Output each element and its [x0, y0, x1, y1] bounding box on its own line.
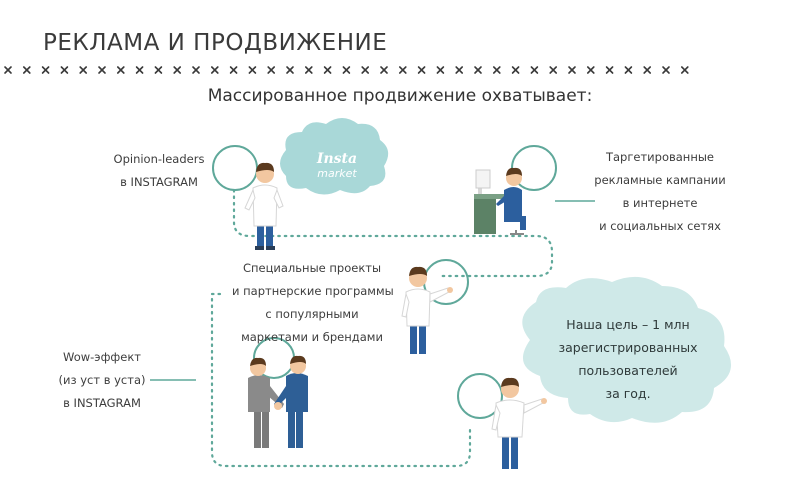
cross-stitch-icon: [211, 66, 219, 74]
cross-stitch-icon: [60, 66, 69, 74]
label-opinion-leaders: Opinion-leaders в INSTAGRAM: [113, 152, 205, 189]
cross-stitch-icon: [530, 66, 539, 74]
page-subtitle: Массированное продвижение охватывает:: [207, 86, 593, 106]
cross-stitch-icon: [586, 66, 595, 74]
cross-stitch-icon: [41, 66, 50, 74]
goal-statement: Наша цель – 1 млн зарегистрированных пол…: [558, 317, 698, 401]
cross-stitch-icon: [455, 66, 464, 74]
cross-stitch-icon: [680, 66, 689, 74]
dotted-flow-path: [210, 188, 554, 468]
insta-market-logo-text: Insta market: [316, 151, 358, 180]
cross-stitch-icon: [417, 66, 426, 74]
cross-stitch-icon: [173, 66, 181, 74]
cross-stitch-icon: [22, 66, 31, 74]
person-illustration-icon: [401, 266, 453, 354]
cross-stitch-icon: [342, 66, 351, 74]
cross-stitch-icon: [492, 66, 501, 74]
cross-stitch-icon: [267, 66, 276, 74]
insta-market-logo-cloud: [280, 118, 389, 195]
cross-stitch-icon: [98, 66, 106, 74]
person-illustration-icon: [244, 162, 284, 250]
page-title: РЕКЛАМА И ПРОДВИЖЕНИЕ: [43, 30, 388, 56]
cross-stitch-icon: [154, 66, 163, 74]
goal-cloud: [522, 276, 732, 423]
cross-stitch-icon: [380, 66, 388, 74]
handshake-illustration-icon: [248, 355, 308, 448]
cross-stitch-icon: [511, 66, 520, 74]
cross-stitch-icon: [605, 66, 614, 74]
cross-stitch-icon: [192, 66, 200, 74]
cross-stitch-icon: [474, 66, 482, 74]
cross-stitch-icon: [361, 66, 370, 74]
office-desk-computer-icon: [474, 167, 526, 235]
cross-stitch-icon: [229, 66, 238, 74]
cross-stitch-icon: [568, 66, 576, 74]
cross-stitch-icon: [323, 66, 332, 74]
cross-stitch-icon: [4, 66, 12, 74]
cross-stitch-icon: [662, 66, 670, 74]
cross-stitch-icon: [398, 66, 407, 74]
cross-stitch-icon: [248, 66, 257, 74]
cross-stitch-icon: [436, 66, 445, 74]
cross-stitch-divider: [4, 66, 689, 74]
cross-stitch-icon: [286, 66, 294, 74]
person-illustration-icon: [491, 377, 547, 469]
label-special-projects: Специальные проекты и партнерские програ…: [232, 261, 394, 344]
cross-stitch-icon: [549, 66, 558, 74]
label-wow-effect: Wow-эффект (из уст в уста) в INSTAGRAM: [58, 350, 146, 410]
cross-stitch-icon: [304, 66, 313, 74]
connector-lines: [150, 200, 595, 381]
cross-stitch-icon: [135, 66, 144, 74]
cross-stitch-icon: [624, 66, 633, 74]
cross-stitch-icon: [79, 66, 87, 74]
cross-stitch-icon: [117, 66, 125, 74]
label-targeted-campaigns: Таргетированные рекламные кампании в инт…: [594, 150, 726, 233]
cross-stitch-icon: [643, 66, 652, 74]
